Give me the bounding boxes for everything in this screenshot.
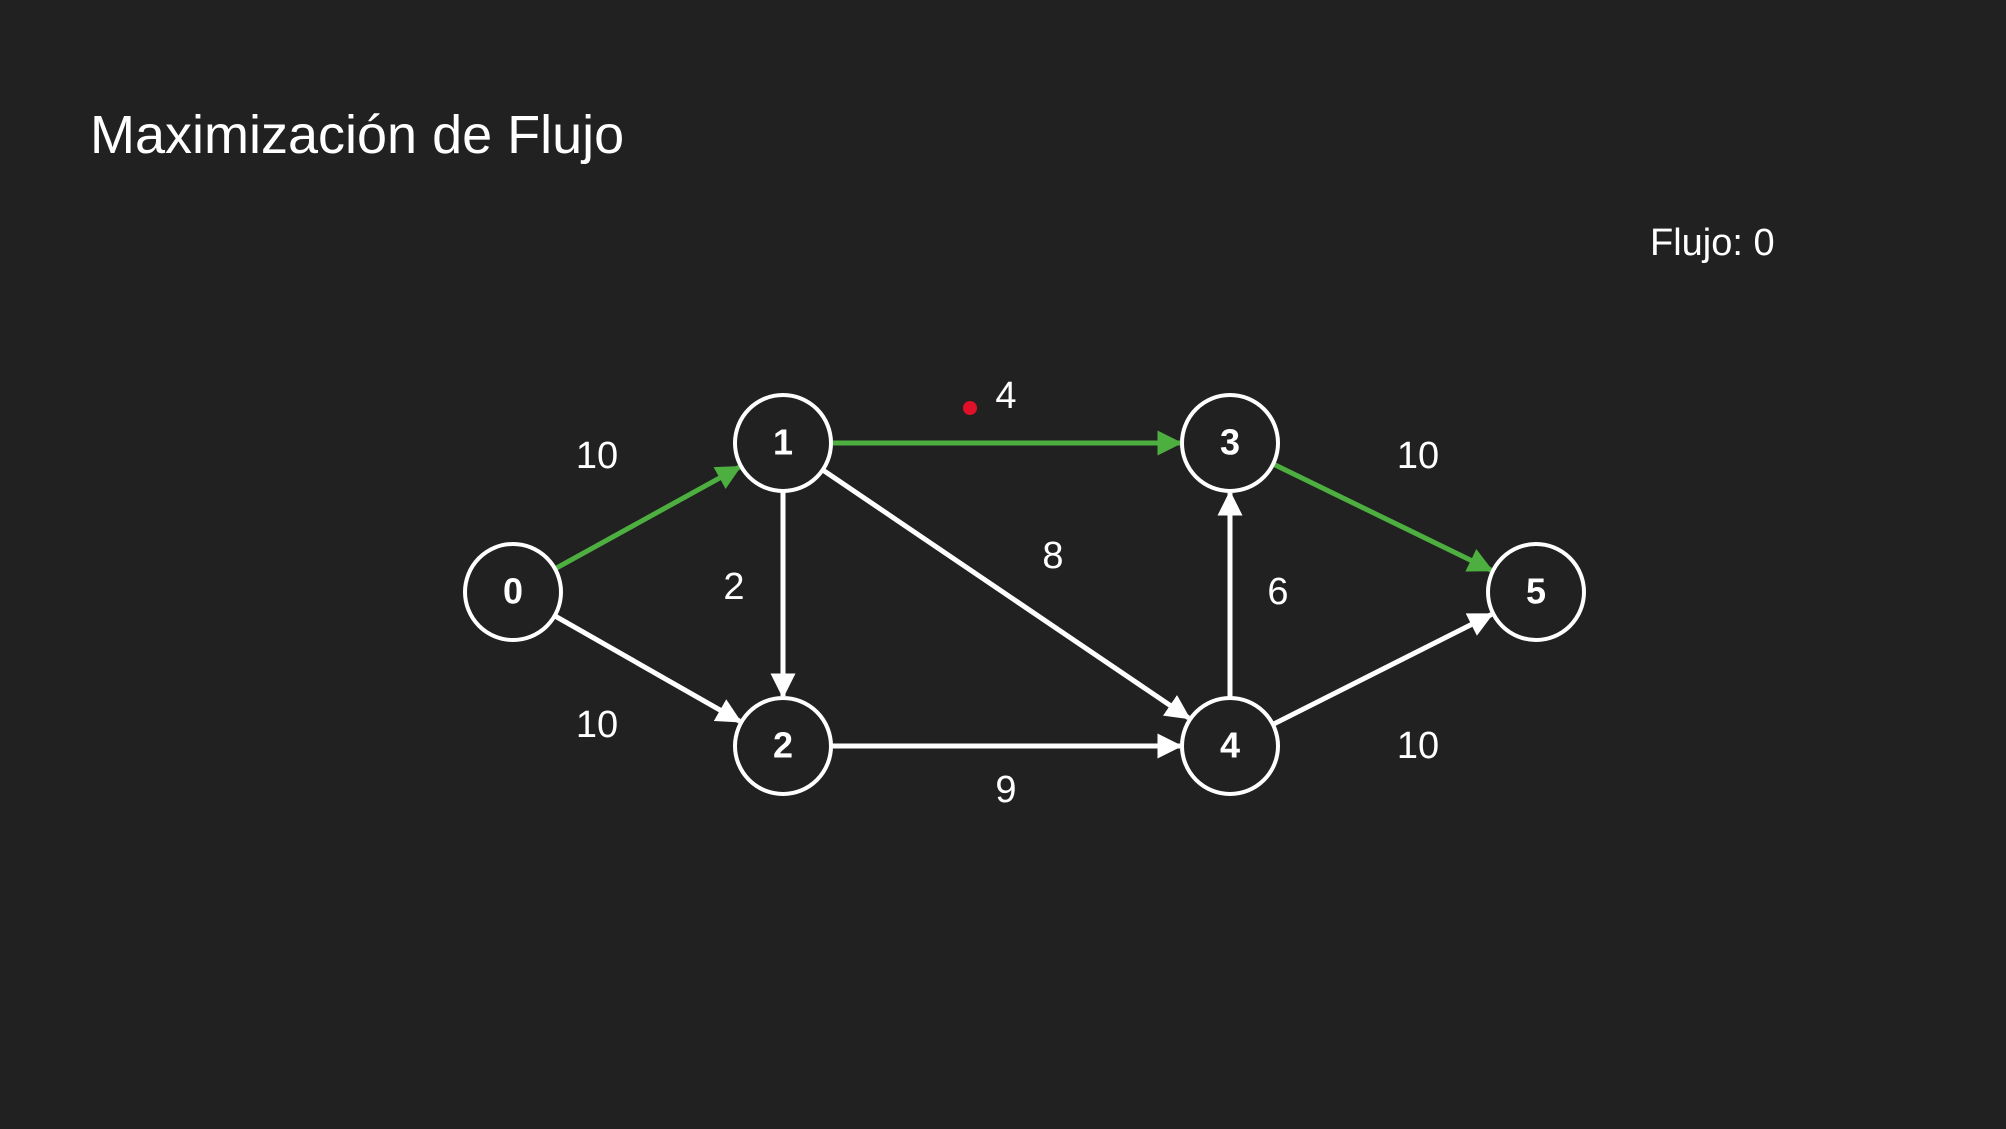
node-label-3: 3 [1220,422,1240,463]
node-label-2: 2 [773,725,793,766]
nodes: 0 1 2 3 4 5 [463,393,1586,796]
node-label-4: 4 [1220,725,1240,766]
node-1: 1 [733,393,833,493]
node-circle-4 [1180,696,1280,796]
node-5: 5 [1486,542,1586,642]
edges [553,430,1494,759]
slide-title: Maximización de Flujo [90,105,625,165]
edge-0-to-1 [553,464,742,571]
edge-capacity-label-0-1: 10 [576,435,618,477]
edge-capacity-label-4-5: 10 [1397,725,1439,767]
edge-capacity-label-2-4: 9 [995,769,1016,811]
node-0: 0 [463,542,563,642]
node-circle-2 [733,696,833,796]
edge-capacity-label-1-4: 8 [1042,535,1063,577]
edge-3-to-5 [1272,461,1494,573]
edge-0-to-2 [553,613,742,724]
edge-1-to-4 [821,467,1191,721]
node-3: 3 [1180,393,1280,493]
edge-capacity-label-1-3: 4 [995,375,1016,417]
edge-capacity-label-3-5: 10 [1397,435,1439,477]
edge-4-to-5 [1271,612,1494,727]
node-circle-5 [1486,542,1586,642]
edge-capacity-labels: 10 10 2 4 8 9 6 10 10 [576,375,1439,811]
edge-capacity-label-1-2: 2 [723,566,744,608]
node-circle-0 [463,542,563,642]
node-2: 2 [733,696,833,796]
flow-value-label: Flujo: 0 [1650,222,1775,264]
node-4: 4 [1180,696,1280,796]
node-label-0: 0 [503,571,523,612]
node-circle-3 [1180,393,1280,493]
node-label-1: 1 [773,422,793,463]
node-circle-1 [733,393,833,493]
edge-capacity-label-4-3: 6 [1267,571,1288,613]
pointer-dot [963,401,977,415]
edge-capacity-label-0-2: 10 [576,704,618,746]
node-label-5: 5 [1526,571,1546,612]
